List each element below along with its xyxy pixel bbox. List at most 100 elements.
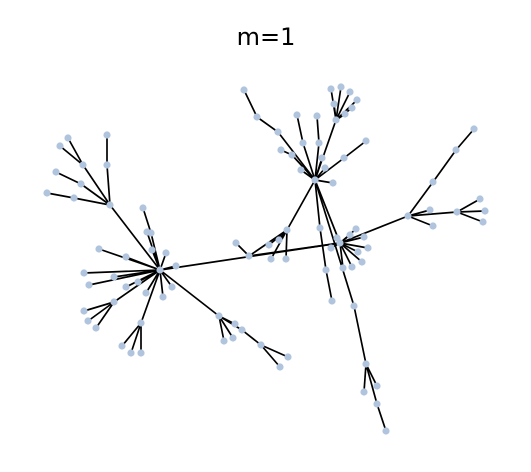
graph-edge (339, 215, 409, 244)
graph-edge (98, 248, 161, 271)
graph-node (95, 245, 103, 253)
graph-node (322, 266, 330, 274)
graph-node (337, 83, 345, 91)
graph-node (122, 283, 130, 291)
graph-node (341, 110, 349, 118)
graph-node (147, 229, 155, 237)
graph-node (373, 400, 381, 408)
graph-edge (83, 301, 115, 312)
graph-edge (343, 140, 367, 159)
graph-edge (363, 363, 367, 393)
graph-edges (46, 86, 486, 432)
graph-node (80, 269, 88, 277)
graph-node (330, 100, 338, 108)
graph-node (348, 263, 356, 271)
graph-node (267, 255, 275, 263)
graph-node (220, 337, 228, 345)
graph-edge (376, 403, 387, 432)
graph-node (340, 154, 348, 162)
graph-edge (455, 128, 475, 151)
graph-node (162, 249, 170, 257)
graph-node (137, 319, 145, 327)
graph-node (52, 168, 60, 176)
graph-node (373, 382, 381, 390)
graph-edge (339, 242, 369, 249)
graph-node (253, 113, 261, 121)
graph-node (137, 349, 145, 357)
graph-edge (339, 242, 344, 269)
graph-node (265, 241, 273, 249)
graph-node (142, 289, 150, 297)
graph-node (110, 298, 118, 306)
graph-node (85, 281, 93, 289)
graph-node (70, 194, 78, 202)
graph-node (346, 88, 354, 96)
graph-node (453, 208, 461, 216)
graph-node (329, 179, 337, 187)
graph-node (327, 85, 335, 93)
graph-edge (339, 242, 363, 263)
graph-edge (456, 211, 484, 223)
graph-edge (87, 301, 115, 322)
graph-edge (353, 305, 367, 365)
graph-node (148, 246, 156, 254)
graph-node (84, 317, 92, 325)
graph-node (360, 388, 368, 396)
graph-node (404, 212, 412, 220)
graph-node (274, 128, 282, 136)
graph-edge (82, 164, 111, 206)
graph-node (321, 164, 329, 172)
graph-node (318, 154, 326, 162)
graph-edge (113, 269, 161, 303)
graph-node (382, 427, 390, 435)
graph-node (479, 218, 487, 226)
graph-node (106, 201, 114, 209)
graph-edge (67, 137, 84, 166)
graph-node (103, 131, 111, 139)
graph-node (257, 341, 265, 349)
graph-edge (407, 215, 434, 227)
graph-edge (243, 89, 258, 118)
graph-node (429, 178, 437, 186)
graph-edge (456, 210, 486, 213)
graph-node (354, 248, 362, 256)
graph-nodes (43, 83, 489, 435)
graph-node (282, 255, 290, 263)
graph-edge (73, 197, 111, 206)
graph-node (43, 189, 51, 197)
graph-edge (140, 269, 161, 324)
graph-edge (319, 227, 327, 271)
graph-edge (314, 179, 341, 244)
graph-node (238, 326, 246, 334)
graph-edge (46, 192, 75, 199)
graph-node (353, 96, 361, 104)
graph-edge (55, 171, 82, 185)
graph-node (288, 151, 296, 159)
graph-node (293, 111, 301, 119)
graph-node (364, 244, 372, 252)
graph-node (315, 139, 323, 147)
graph-edge (270, 229, 288, 260)
graph-edge (59, 145, 84, 166)
graph-edge (218, 315, 243, 331)
graph-node (346, 231, 354, 239)
graph-edge (302, 142, 316, 181)
graph-edge (137, 269, 161, 283)
graph-edge (407, 211, 458, 217)
graph-node (122, 253, 130, 261)
graph-edge (248, 242, 341, 257)
graph-node (481, 207, 489, 215)
graph-node (327, 244, 335, 252)
graph-edge (88, 269, 161, 286)
graph-node (316, 224, 324, 232)
graph-edge (256, 116, 279, 133)
graph-node (350, 302, 358, 310)
graph-edge (260, 344, 281, 368)
graph-node (333, 234, 341, 242)
graph-node (110, 273, 118, 281)
graph-edge (325, 269, 333, 302)
graph-edge (121, 322, 142, 347)
graph-node (452, 146, 460, 154)
graph-edge (109, 204, 161, 271)
graph-edge (456, 198, 481, 213)
